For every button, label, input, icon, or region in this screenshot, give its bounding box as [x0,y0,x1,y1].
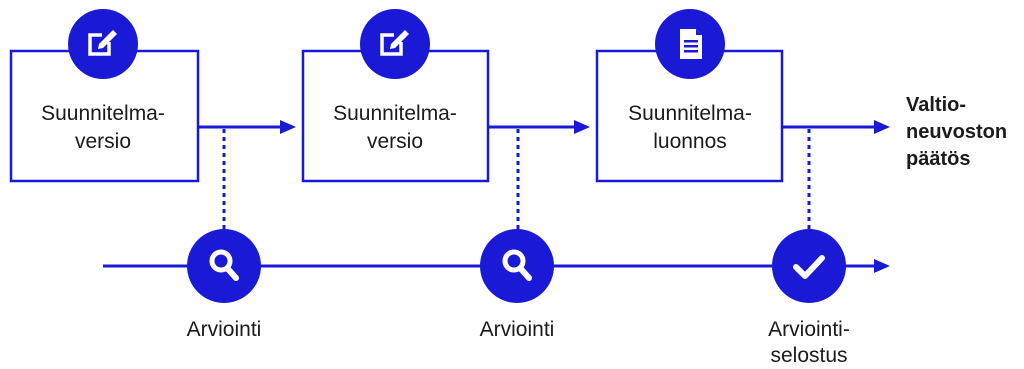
edit-icon [380,30,409,56]
assessment-1-icon-circle [187,229,261,303]
assessment-1-label: Arviointi [187,318,262,341]
search-icon [209,249,239,281]
stage-2-label-line1: Suunnitelma- [333,102,457,125]
assessment-3-icon-circle [772,229,846,303]
edit-icon [88,30,117,56]
document-icon [680,29,702,59]
final-output-line1: Valtio- [906,94,966,116]
stage-3-label-line1: Suunnitelma- [628,102,752,125]
flow-arrowhead-3 [874,120,890,134]
stage-3-label-line2: luonnos [653,130,727,153]
stage-1-label-line2: versio [75,130,131,153]
check-icon [793,255,825,279]
final-output-line2: neuvoston [906,121,1007,143]
stage-1-label-line1: Suunnitelma- [41,102,165,125]
assessment-2-icon [480,229,554,303]
flow-arrowhead-1 [280,120,296,134]
assessment-1-icon [187,229,261,303]
search-icon [502,249,532,281]
assessment-3-label-line1: Arviointi- [768,318,850,341]
timeline-arrowhead [874,259,890,273]
stage-1-icon [68,9,138,79]
assessment-2-icon-circle [480,229,554,303]
flow-arrowhead-2 [574,120,590,134]
stage-2-icon [360,9,430,79]
assessment-3-label-line2: selostus [770,344,847,367]
stage-3-icon [655,9,725,79]
stage-2-label-line2: versio [367,130,423,153]
final-output-line3: päätös [906,148,970,170]
assessment-3-icon [772,229,846,303]
assessment-2-label: Arviointi [480,318,555,341]
